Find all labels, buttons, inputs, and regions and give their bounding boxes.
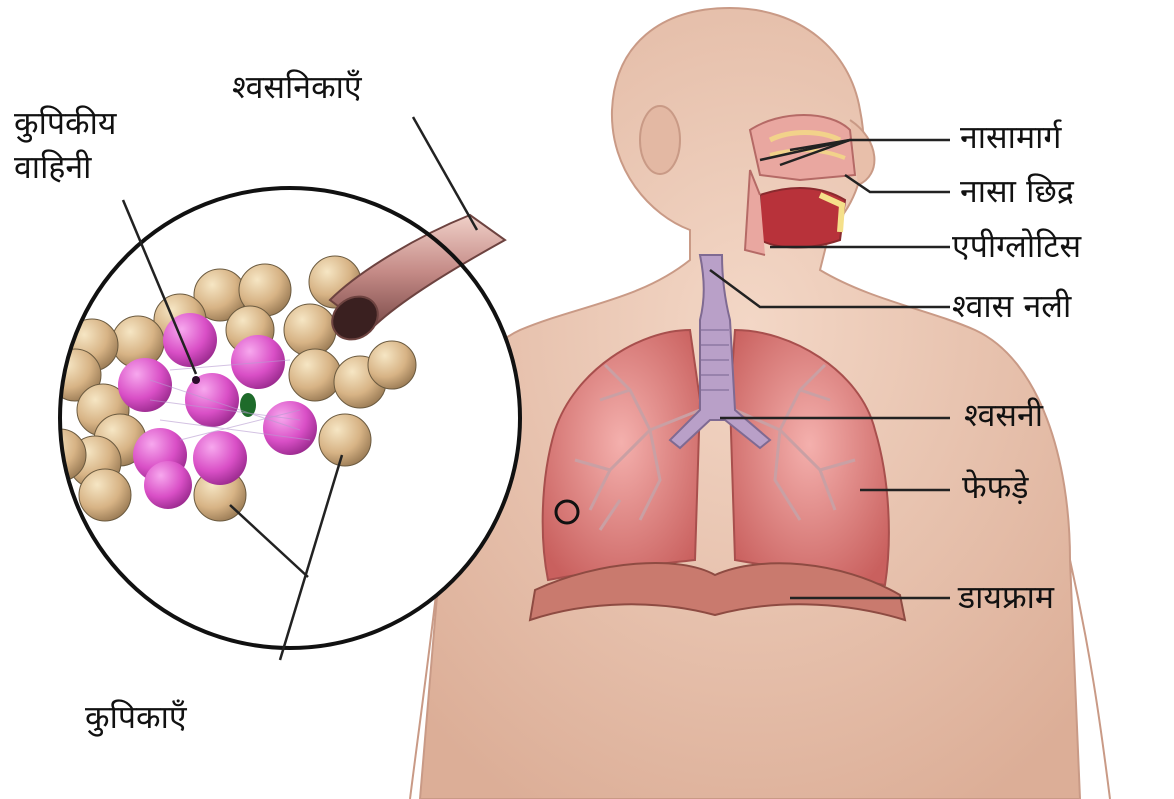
- label-bronchioles: श्वसनिकाएँ: [232, 68, 362, 106]
- label-epiglottis: एपीग्लोटिस: [952, 227, 1081, 265]
- label-bronchi: श्वसनी: [964, 396, 1043, 434]
- label-nostril: नासा छिद्र: [960, 172, 1074, 210]
- magnified-alveoli-inset: [34, 188, 520, 648]
- label-diaphragm: डायफ्राम: [958, 578, 1054, 616]
- label-alveoli: कुपिकाएँ: [85, 698, 187, 736]
- label-alveolar-duct-line2: वाहिनी: [14, 148, 91, 186]
- label-nasal-passage: नासामार्ग: [960, 118, 1061, 156]
- label-trachea: श्वास नली: [952, 287, 1071, 325]
- label-alveolar-duct-line1: कुपिकीय: [14, 104, 116, 142]
- label-lungs: फेफड़े: [962, 468, 1028, 506]
